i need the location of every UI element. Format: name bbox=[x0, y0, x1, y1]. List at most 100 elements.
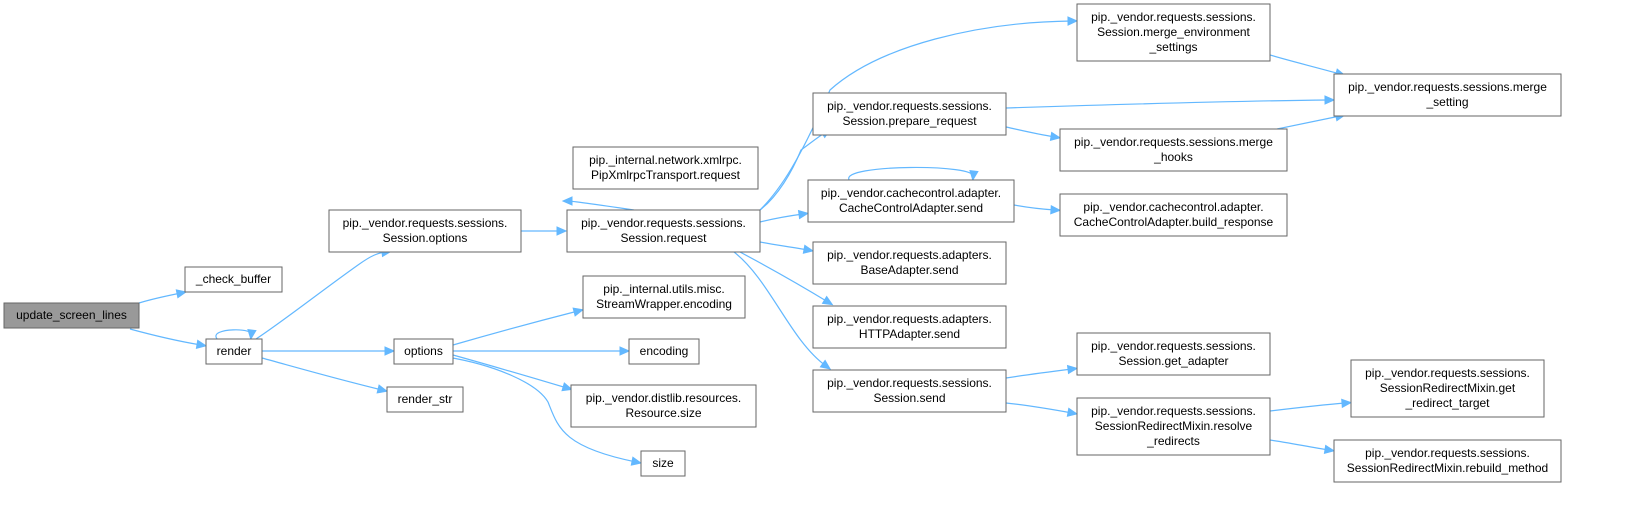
node-streamwrapper-encoding[interactable]: pip._internal.utils.misc.StreamWrapper.e… bbox=[582, 275, 746, 319]
node-cachecontrol-send[interactable]: pip._vendor.cachecontrol.adapter.CacheCo… bbox=[807, 179, 1015, 223]
arrow-head bbox=[1324, 95, 1336, 105]
edge-session_request-to-session_send bbox=[733, 251, 832, 370]
node-box bbox=[812, 369, 1007, 413]
edge-line bbox=[759, 20, 1073, 211]
edge-render-to-session_options bbox=[255, 247, 393, 340]
node-label-line: update_screen_lines bbox=[16, 308, 127, 322]
edge-line bbox=[848, 166, 974, 181]
node-box bbox=[3, 302, 140, 329]
node-box bbox=[1333, 73, 1562, 117]
arrow-head bbox=[1050, 204, 1062, 215]
node-label-line: pip._vendor.requests.sessions.merge bbox=[1348, 80, 1547, 94]
edge-session_request-to-baseadapter_send bbox=[759, 241, 815, 254]
node-resolve-redirects[interactable]: pip._vendor.requests.sessions.SessionRed… bbox=[1076, 397, 1271, 456]
node-encoding[interactable]: encoding bbox=[628, 338, 700, 365]
edge-session_send-to-get_adapter bbox=[1005, 364, 1079, 379]
node-label-line: options bbox=[404, 344, 443, 358]
node-box bbox=[807, 179, 1015, 223]
node-label-line: _check_buffer bbox=[195, 272, 271, 286]
edge-update_screen_lines-to-_check_buffer bbox=[138, 289, 188, 304]
node-label-line: _setting bbox=[1425, 95, 1468, 109]
edge-options-to-encoding bbox=[452, 346, 631, 356]
node-size[interactable]: size bbox=[640, 450, 686, 477]
node-label-line: _redirect_target bbox=[1404, 396, 1490, 410]
node-box bbox=[812, 92, 1007, 136]
arrow-head bbox=[1066, 407, 1079, 417]
node-rebuild-method[interactable]: pip._vendor.requests.sessions.SessionRed… bbox=[1333, 439, 1562, 483]
node-merge-setting[interactable]: pip._vendor.requests.sessions.merge_sett… bbox=[1333, 73, 1562, 117]
arrow-head bbox=[1341, 398, 1353, 409]
node-label-line: pip._vendor.requests.sessions. bbox=[1091, 339, 1256, 353]
edge-line bbox=[1013, 204, 1056, 211]
edge-line bbox=[446, 356, 637, 463]
edge-line bbox=[1269, 439, 1330, 451]
arrow-head bbox=[821, 295, 834, 306]
node-resource-size[interactable]: pip._vendor.distlib.resources.Resource.s… bbox=[570, 384, 757, 428]
node-box bbox=[1059, 128, 1288, 172]
node-render[interactable]: render bbox=[205, 338, 263, 365]
edge-line bbox=[739, 251, 829, 303]
node-label-line: pip._vendor.distlib.resources. bbox=[586, 391, 741, 405]
node-label-line: CacheControlAdapter.build_response bbox=[1074, 215, 1274, 229]
arrow-head bbox=[1049, 131, 1062, 142]
node--check-buffer[interactable]: _check_buffer bbox=[184, 266, 283, 293]
node-label-line: _settings bbox=[1148, 40, 1197, 54]
node-label-line: SessionRedirectMixin.resolve bbox=[1095, 419, 1253, 433]
node-options[interactable]: options bbox=[393, 338, 454, 365]
node-session-request[interactable]: pip._vendor.requests.sessions.Session.re… bbox=[566, 209, 761, 253]
node-label-line: pip._vendor.cachecontrol.adapter. bbox=[821, 186, 1001, 200]
arrow-head bbox=[561, 382, 573, 392]
node-label-line: pip._vendor.requests.sessions. bbox=[1091, 10, 1256, 24]
edge-options-to-resource_size bbox=[452, 354, 573, 392]
node-box bbox=[812, 305, 1007, 349]
edge-line bbox=[129, 328, 202, 346]
arrow-head bbox=[561, 196, 573, 206]
edge-render-to-render_str bbox=[261, 357, 389, 394]
node-update-screen-lines[interactable]: update_screen_lines bbox=[3, 302, 140, 329]
node-label-line: pip._vendor.requests.sessions. bbox=[827, 99, 992, 113]
arrow-head bbox=[630, 456, 643, 466]
arrow-head bbox=[175, 289, 188, 299]
node-merge-environment-settings[interactable]: pip._vendor.requests.sessions.Session.me… bbox=[1076, 3, 1271, 62]
node-session-send[interactable]: pip._vendor.requests.sessions.Session.se… bbox=[812, 369, 1007, 413]
node-label-line: render_str bbox=[398, 392, 453, 406]
node-label-line: pip._vendor.requests.sessions.merge bbox=[1074, 135, 1273, 149]
node-get-redirect-target[interactable]: pip._vendor.requests.sessions.SessionRed… bbox=[1350, 359, 1545, 418]
edge-line bbox=[452, 354, 568, 389]
edge-session_request-to-httpadapter_send bbox=[739, 251, 834, 306]
edge-line bbox=[261, 357, 383, 391]
node-box bbox=[570, 384, 757, 428]
node-label-line: PipXmlrpcTransport.request bbox=[591, 168, 741, 182]
node-xmlrpc-request[interactable]: pip._internal.network.xmlrpc.PipXmlrpcTr… bbox=[572, 146, 759, 190]
node-label-line: SessionRedirectMixin.rebuild_method bbox=[1347, 461, 1548, 475]
edge-line bbox=[1269, 402, 1347, 412]
node-session-options[interactable]: pip._vendor.requests.sessions.Session.op… bbox=[328, 209, 522, 253]
arrow-head bbox=[969, 169, 979, 182]
node-prepare-request[interactable]: pip._vendor.requests.sessions.Session.pr… bbox=[812, 92, 1007, 136]
edge-session_request-to-merge_environment_settings bbox=[759, 16, 1079, 211]
arrow-head bbox=[376, 384, 389, 394]
node-render-str[interactable]: render_str bbox=[386, 386, 464, 413]
arrow-head bbox=[556, 226, 568, 236]
edge-resolve_redirects-to-get_redirect_target bbox=[1269, 398, 1353, 412]
arrow-head bbox=[797, 209, 810, 220]
edge-cachecontrol_send-to-cachecontrol_send bbox=[848, 166, 979, 182]
node-label-line: pip._vendor.requests.sessions. bbox=[1365, 446, 1530, 460]
node-label-line: Session.prepare_request bbox=[842, 114, 977, 128]
node-httpadapter-send[interactable]: pip._vendor.requests.adapters.HTTPAdapte… bbox=[812, 305, 1007, 349]
node-build-response[interactable]: pip._vendor.cachecontrol.adapter.CacheCo… bbox=[1059, 193, 1288, 237]
node-label-line: Session.merge_environment bbox=[1097, 25, 1250, 39]
edge-line bbox=[1005, 402, 1073, 414]
edge-line bbox=[452, 310, 579, 346]
node-baseadapter-send[interactable]: pip._vendor.requests.adapters.BaseAdapte… bbox=[812, 241, 1007, 285]
node-merge-hooks[interactable]: pip._vendor.requests.sessions.merge_hook… bbox=[1059, 128, 1288, 172]
node-get-adapter[interactable]: pip._vendor.requests.sessions.Session.ge… bbox=[1076, 332, 1271, 376]
node-label-line: pip._vendor.requests.adapters. bbox=[827, 312, 992, 326]
node-label-line: pip._internal.network.xmlrpc. bbox=[589, 153, 742, 167]
edge-session_request-to-cachecontrol_send bbox=[759, 209, 810, 223]
edge-render-to-options bbox=[261, 346, 396, 356]
node-label-line: size bbox=[652, 456, 674, 470]
node-label-line: pip._vendor.requests.sessions. bbox=[1091, 404, 1256, 418]
